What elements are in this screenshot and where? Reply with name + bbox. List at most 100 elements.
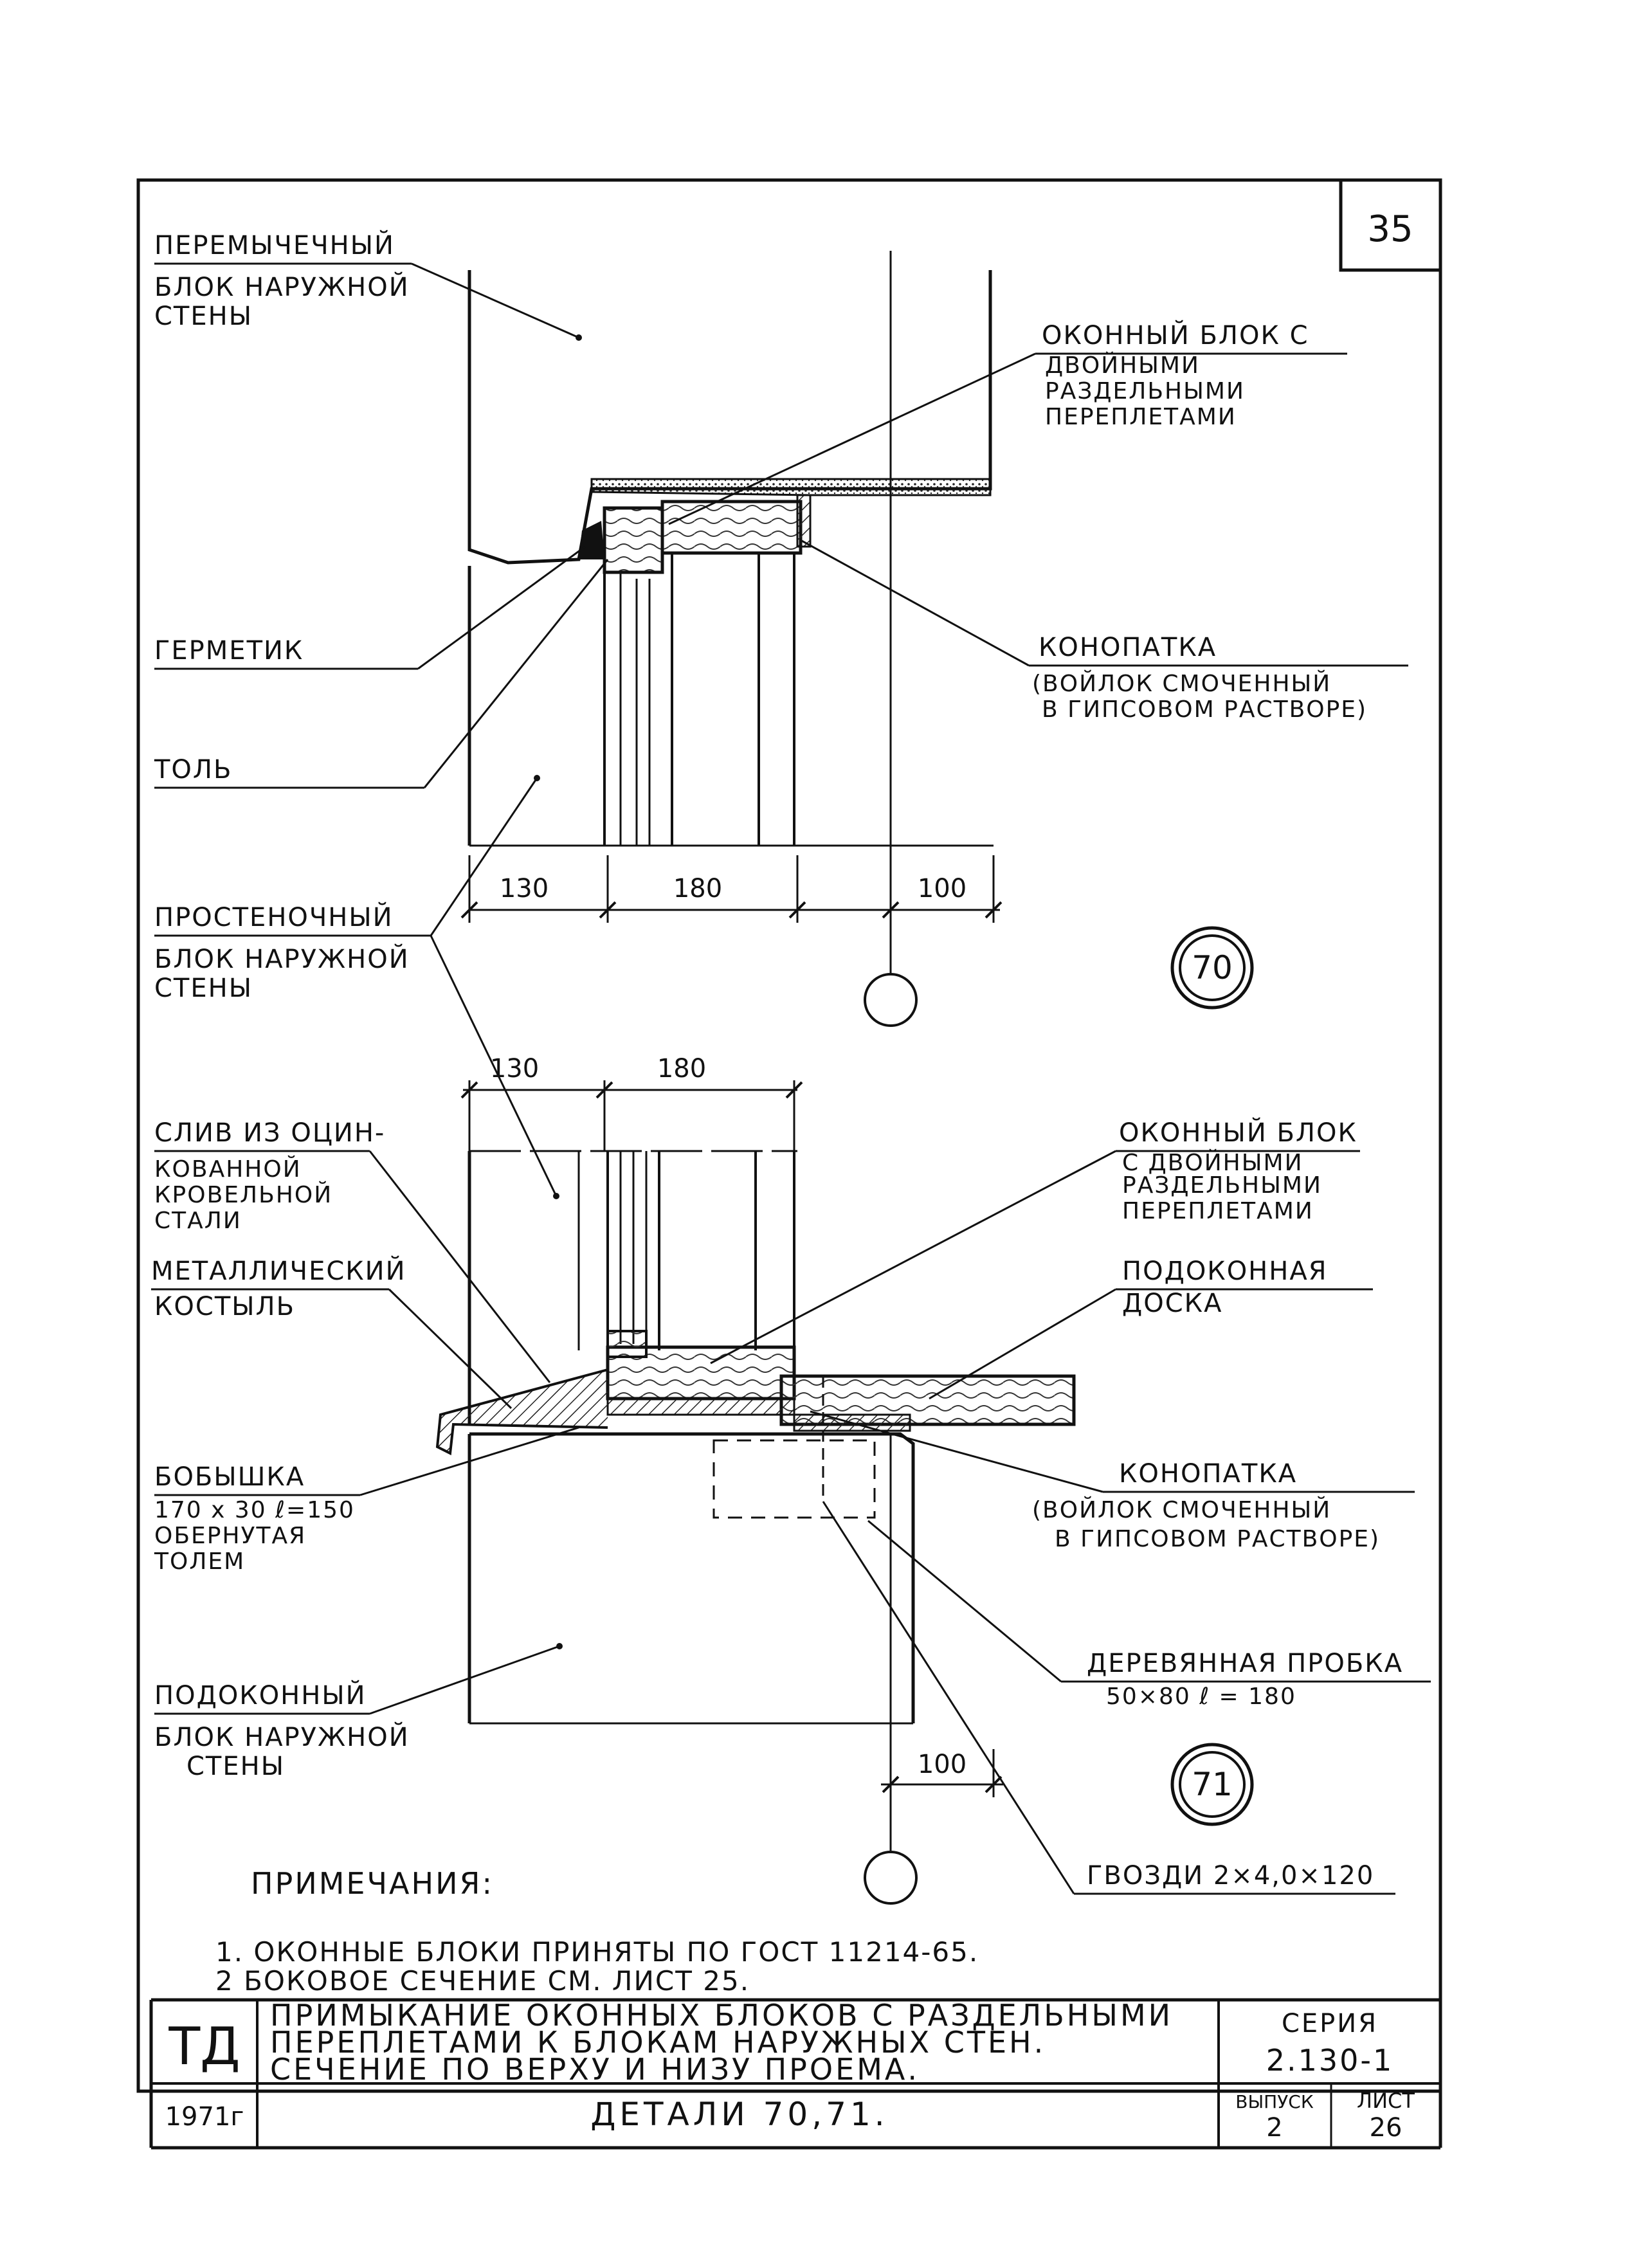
label-sealant: ГЕРМЕТИК [154, 636, 304, 666]
drip-sill [435, 1347, 609, 1456]
label-drip-3: КРОВЕЛЬНОЙ [154, 1181, 332, 1208]
sheet-frame [136, 178, 1442, 2093]
dimension-line-70 [460, 855, 1003, 923]
label-drip-2: КОВАННОЙ [154, 1156, 302, 1183]
sheet-number-box [1339, 178, 1442, 272]
note-1: 1. ОКОННЫЕ БЛОКИ ПРИНЯТЫ ПО ГОСТ 11214-6… [215, 1936, 979, 1968]
detail-marker-70-outer [1170, 926, 1254, 1010]
leader-caulk70 [800, 539, 1030, 667]
label-lintel-3: СТЕНЫ [154, 302, 253, 331]
sheet-label: ЛИСТ [1357, 2089, 1415, 2113]
label-sillboard-1: ПОДОКОННАЯ [1122, 1256, 1328, 1286]
leader-plug [867, 1520, 1062, 1683]
detail-marker-70: 70 [1192, 949, 1233, 986]
label-boss-2: 170 х 30 ℓ=150 [154, 1497, 355, 1523]
leader-crutch [388, 1288, 513, 1410]
leader-boss [359, 1426, 579, 1496]
leader-sillboard [929, 1288, 1116, 1400]
leader-dot [553, 1193, 559, 1199]
label-window70-3: РАЗДЕЛЬНЫМИ [1045, 378, 1245, 404]
series-value: 2.130-1 [1266, 2043, 1394, 2078]
detail-marker-70-inner [1179, 934, 1246, 1001]
series-label: СЕРИЯ [1282, 2009, 1378, 2038]
title-line-3: СЕЧЕНИЕ ПО ВЕРХУ И НИЗУ ПРОЕМА. [270, 2052, 920, 2087]
label-window70-4: ПЕРЕПЛЕТАМИ [1045, 404, 1237, 430]
axis-marker-70 [864, 973, 918, 1027]
lintel-underside [590, 478, 992, 496]
leader-pier-down [430, 935, 558, 1197]
label-window71-4: ПЕРЕПЛЕТАМИ [1122, 1198, 1314, 1224]
label-boss-3: ОБЕРНУТАЯ [154, 1523, 306, 1549]
label-pier-2: БЛОК НАРУЖНОЙ [154, 943, 410, 974]
leader-caulk71 [810, 1410, 1103, 1493]
dim-71-180: 180 [657, 1054, 706, 1084]
label-window71-1: ОКОННЫЙ БЛОК [1119, 1117, 1357, 1148]
label-caulk71-2: (ВОЙЛОК СМОЧЕННЫЙ [1032, 1496, 1331, 1523]
leader-tol [423, 559, 609, 788]
window-sash-top [603, 506, 664, 574]
leader-window70 [668, 352, 1036, 525]
window-sash-bottom [606, 1330, 648, 1358]
felt-caulk-bottom [606, 1397, 795, 1416]
label-caulk71-1: КОНОПАТКА [1119, 1459, 1297, 1489]
label-crutch-2: КОСТЫЛЬ [154, 1292, 295, 1321]
label-lintel-1: ПЕРЕМЫЧЕЧНЫЙ [154, 230, 395, 260]
axis-marker-71 [864, 1851, 918, 1905]
label-plug-2: 50×80 ℓ = 180 [1106, 1683, 1296, 1710]
issue-value: 2 [1266, 2113, 1282, 2143]
dim-70-180: 180 [673, 874, 722, 903]
label-caulk71-3: В ГИПСОВОМ РАСТВОРЕ) [1055, 1526, 1380, 1552]
sill-block-top [469, 1432, 915, 1723]
label-boss-4: ТОЛЕМ [154, 1548, 245, 1575]
detail-marker-71-inner [1179, 1751, 1246, 1818]
title-block [149, 1998, 1442, 2150]
window-frame-top [660, 500, 803, 555]
label-plug-1: ДЕРЕВЯННАЯ ПРОБКА [1087, 1649, 1403, 1678]
leader-dot [534, 775, 540, 781]
detail-70: 130 180 100 70 ПЕРЕМЫЧЕЧНЫЙ БЛОК НАРУЖНО… [154, 230, 1408, 1199]
label-sillblock-2: БЛОК НАРУЖНОЙ [154, 1721, 410, 1752]
title-line-2: ПЕРЕПЛЕТАМИ К БЛОКАМ НАРУЖНЫХ СТЕН. [270, 2025, 1046, 2060]
label-window70-1: ОКОННЫЙ БЛОК С [1042, 320, 1309, 350]
label-window71-2: С ДВОЙНЫМИ [1122, 1149, 1303, 1176]
label-tol: ТОЛЬ [154, 755, 232, 785]
details-title: ДЕТАЛИ 70,71. [590, 2096, 888, 2133]
label-sillblock-3: СТЕНЫ [186, 1752, 285, 1781]
felt-caulk-top [796, 494, 812, 548]
label-drip-1: СЛИВ ИЗ ОЦИН- [154, 1118, 385, 1148]
label-sillblock-1: ПОДОКОННЫЙ [154, 1680, 367, 1710]
label-caulk70-1: КОНОПАТКА [1039, 633, 1217, 662]
label-crutch-1: МЕТАЛЛИЧЕСКИЙ [151, 1255, 406, 1286]
wooden-plug [713, 1439, 876, 1519]
label-drip-4: СТАЛИ [154, 1208, 242, 1234]
label-window70-2: ДВОЙНЫМИ [1045, 352, 1200, 379]
label-window71-3: РАЗДЕЛЬНЫМИ [1122, 1172, 1322, 1199]
leader-nails [822, 1501, 1075, 1894]
detail-71: 130 180 [151, 1054, 1431, 1905]
title-line-1: ПРИМЫКАНИЕ ОКОННЫХ БЛОКОВ С РАЗДЕЛЬНЫМИ [270, 1998, 1173, 2033]
label-pier-3: СТЕНЫ [154, 974, 253, 1003]
leader-lintel [411, 262, 579, 339]
issue-label: ВЫПУСК [1235, 2091, 1314, 2112]
sealant [579, 521, 604, 559]
org-code: ТД [168, 2017, 240, 2076]
label-lintel-2: БЛОК НАРУЖНОЙ [154, 271, 410, 302]
detail-marker-71: 71 [1192, 1766, 1233, 1803]
leader-pier-up [430, 777, 538, 936]
leader-sillblock [369, 1645, 560, 1715]
sheet-number: 35 [1367, 208, 1413, 250]
label-caulk70-2: (ВОЙЛОК СМОЧЕННЫЙ [1032, 670, 1331, 697]
label-sillboard-2: ДОСКА [1122, 1289, 1222, 1318]
leader-drip [368, 1150, 551, 1383]
dim-71-130: 130 [490, 1054, 539, 1084]
note-2: 2 БОКОВОЕ СЕЧЕНИЕ СМ. ЛИСТ 25. [215, 1965, 750, 1997]
year: 1971г [165, 2102, 244, 2132]
leader-sealant [417, 545, 586, 670]
dimension-line-71-top [460, 1080, 803, 1151]
leader-window71 [710, 1150, 1116, 1365]
dim-70-100: 100 [918, 874, 967, 903]
dimension-line-71-bottom [881, 1749, 1003, 1797]
detail-marker-71-outer [1170, 1743, 1254, 1826]
